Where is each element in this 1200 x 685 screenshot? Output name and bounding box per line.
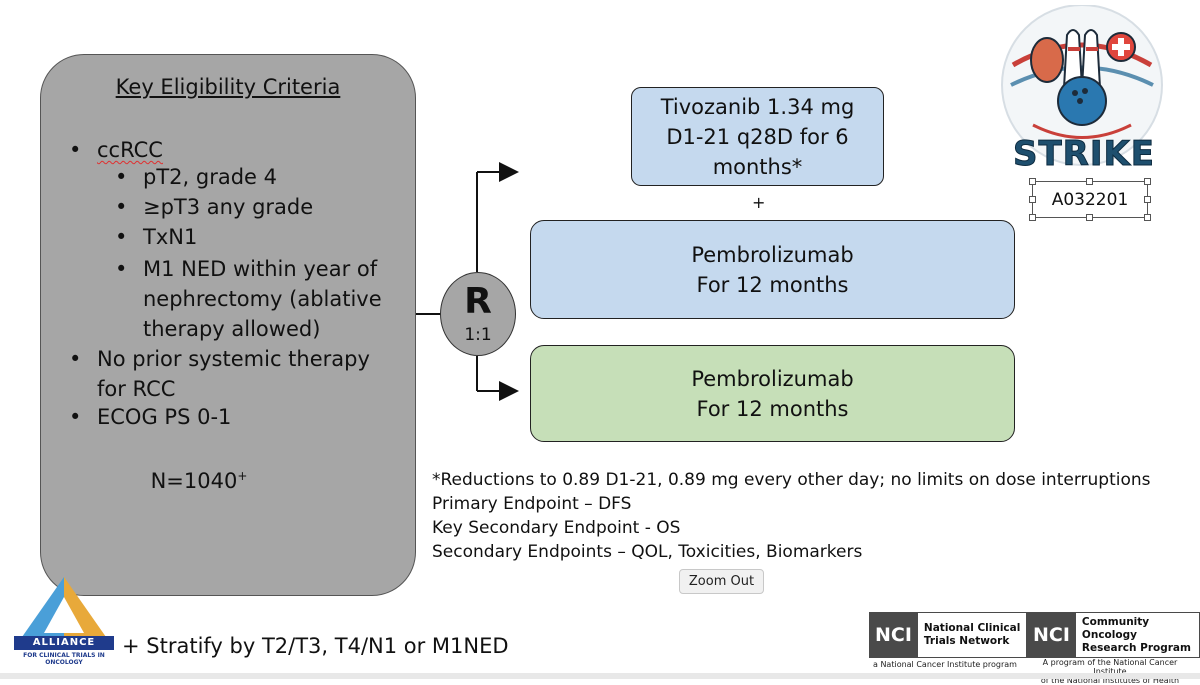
stratification-note: + Stratify by T2/T3, T4/N1 or M1NED	[122, 634, 509, 658]
randomization-ratio: 1:1	[464, 325, 492, 345]
criterion-ccrcc: •ccRCC	[69, 138, 163, 162]
strike-bowling-logo-icon	[1001, 5, 1163, 166]
dose-reduction-note: *Reductions to 0.89 D1-21, 0.89 mg every…	[432, 470, 1151, 490]
nci-nctn-logo: NCI National Clinical Trials Network	[869, 612, 1028, 658]
randomization-node: R 1:1	[440, 272, 516, 356]
tivozanib-arm-box: Tivozanib 1.34 mg D1-21 q28D for 6 month…	[631, 87, 884, 186]
criterion-txn1: •TxN1	[115, 225, 198, 249]
resize-handle-bottom[interactable]	[1086, 214, 1093, 221]
key-secondary-endpoint: Key Secondary Endpoint - OS	[432, 518, 681, 538]
randomization-letter: R	[464, 281, 492, 322]
alliance-subtitle: FOR CLINICAL TRIALS IN ONCOLOGY	[23, 652, 105, 666]
nci-mark: NCI	[1027, 612, 1076, 658]
resize-handle-bottom-left[interactable]	[1029, 214, 1036, 221]
nci-nctn-tagline: a National Cancer Institute program	[873, 660, 1017, 669]
eligibility-box: Key Eligibility Criteria •ccRCC •pT2, gr…	[40, 54, 416, 596]
nci-ncorp-logo: NCI Community Oncology Research Program	[1027, 612, 1200, 658]
resize-handle-top[interactable]	[1086, 178, 1093, 185]
criterion-pt2: •pT2, grade 4	[115, 165, 277, 189]
resize-handle-left[interactable]	[1029, 196, 1036, 203]
alliance-name: ALLIANCE	[14, 636, 114, 650]
pembrolizumab-combo-box: Pembrolizumab For 12 months	[530, 220, 1015, 319]
combination-plus: +	[752, 193, 766, 212]
resize-handle-bottom-right[interactable]	[1144, 214, 1151, 221]
pembrolizumab-mono-box: Pembrolizumab For 12 months	[530, 345, 1015, 442]
resize-handle-top-left[interactable]	[1029, 178, 1036, 185]
criterion-ecog: •ECOG PS 0-1	[69, 405, 232, 429]
criterion-no-prior-therapy: • No prior systemic therapy for RCC	[69, 347, 370, 401]
resize-handle-right[interactable]	[1144, 196, 1151, 203]
sample-size: N=1040+	[150, 469, 248, 493]
criterion-pt3: •≥pT3 any grade	[115, 195, 314, 219]
alliance-logo-icon	[22, 577, 106, 637]
trial-code-textbox[interactable]: A032201	[1032, 181, 1148, 218]
eligibility-title: Key Eligibility Criteria	[115, 75, 341, 99]
nci-mark: NCI	[869, 612, 918, 658]
zoom-out-button[interactable]: Zoom Out	[679, 569, 764, 594]
nci-ncorp-tagline: A program of the National Cancer Institu…	[1040, 658, 1180, 685]
primary-endpoint: Primary Endpoint – DFS	[432, 494, 632, 514]
secondary-endpoints: Secondary Endpoints – QOL, Toxicities, B…	[432, 542, 863, 562]
window-bottom-bar	[0, 673, 1200, 679]
study-notes: *Reductions to 0.89 D1-21, 0.89 mg every…	[432, 468, 1151, 564]
resize-handle-top-right[interactable]	[1144, 178, 1151, 185]
strike-wordmark: STRIKE	[1012, 134, 1156, 175]
criterion-m1ned: • M1 NED within year of nephrectomy (abl…	[115, 257, 382, 341]
